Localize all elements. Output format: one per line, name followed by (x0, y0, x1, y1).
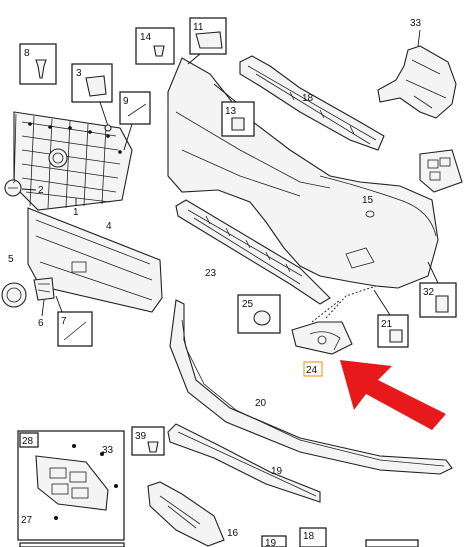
callout-11-text: 11 (193, 22, 204, 33)
lower-grille (175, 199, 331, 305)
callout-16: 18 (299, 527, 327, 547)
callout-13-label: 13 (225, 106, 237, 117)
grille-clips (28, 122, 122, 154)
callout-32-label: 32 (423, 287, 435, 298)
callout-21-label: 21 (381, 319, 393, 330)
callout-32: 32 (419, 282, 457, 318)
callout-25: 25 (237, 294, 281, 334)
radar-module (419, 149, 463, 193)
callout-13: 13 (221, 101, 255, 137)
callout-3-label: 3 (76, 68, 82, 79)
callout-15-label: 16 (227, 528, 239, 539)
callout-7-label: 7 (61, 316, 67, 327)
callout-9: 9 (119, 91, 151, 125)
callout-12: 14 (135, 27, 175, 65)
callout-9-label: 9 (123, 96, 129, 107)
callout-5-label: 5 (8, 254, 14, 265)
callout-26: 28 (19, 432, 39, 448)
lower-trim (167, 423, 321, 503)
round-emblem (1, 282, 27, 308)
grille-frame (27, 207, 163, 313)
callout-7: 7 (57, 311, 93, 347)
callout-17: 19 (261, 535, 287, 547)
bottom-partial-box-right (365, 539, 419, 547)
front-grille (13, 111, 133, 211)
svg-text:18: 18 (302, 93, 314, 104)
callout-12-label: 14 (140, 32, 152, 43)
callout-26-label: 28 (22, 436, 34, 447)
volvo-badge (4, 179, 22, 197)
callout-28-label: 33 (102, 445, 114, 456)
callout-6-label: 6 (38, 318, 44, 329)
side-bracket (377, 45, 457, 119)
callout-1-label: 1 (73, 207, 79, 218)
callout-17-label: 19 (265, 538, 277, 547)
callout-16-label: 18 (303, 531, 315, 542)
svg-text:20: 20 (255, 398, 267, 409)
callout-39: 39 (131, 426, 165, 456)
sensor-bracket (33, 277, 55, 301)
callout-11: 6 11 (189, 17, 227, 55)
grille-emblem (48, 148, 68, 168)
svg-text:33: 33 (410, 18, 422, 29)
callout-25-label: 25 (242, 299, 254, 310)
callout-24-label: 24 (306, 365, 318, 376)
callout-14-label: 15 (362, 195, 374, 206)
skid-plate (147, 481, 225, 547)
callout-2-label: 2 (38, 185, 44, 196)
callout-24: 24 (303, 361, 323, 377)
svg-text:27: 27 (21, 515, 33, 526)
red-pointer-arrow (340, 360, 446, 430)
callout-3: 3 (71, 63, 113, 103)
callout-8-label: 8 (24, 48, 30, 59)
license-plate-group (17, 430, 125, 541)
svg-text:23: 23 (205, 268, 217, 279)
svg-text:19: 19 (271, 466, 283, 477)
fog-light-cover (291, 321, 353, 355)
front-spoiler (169, 299, 453, 475)
bottom-partial-box-left (19, 542, 125, 547)
callout-21: 21 (377, 314, 409, 348)
impact-absorber (239, 55, 385, 151)
callout-8: 8 (19, 43, 57, 85)
callout-4-label: 4 (106, 221, 112, 232)
callout-39-label: 39 (135, 431, 147, 442)
